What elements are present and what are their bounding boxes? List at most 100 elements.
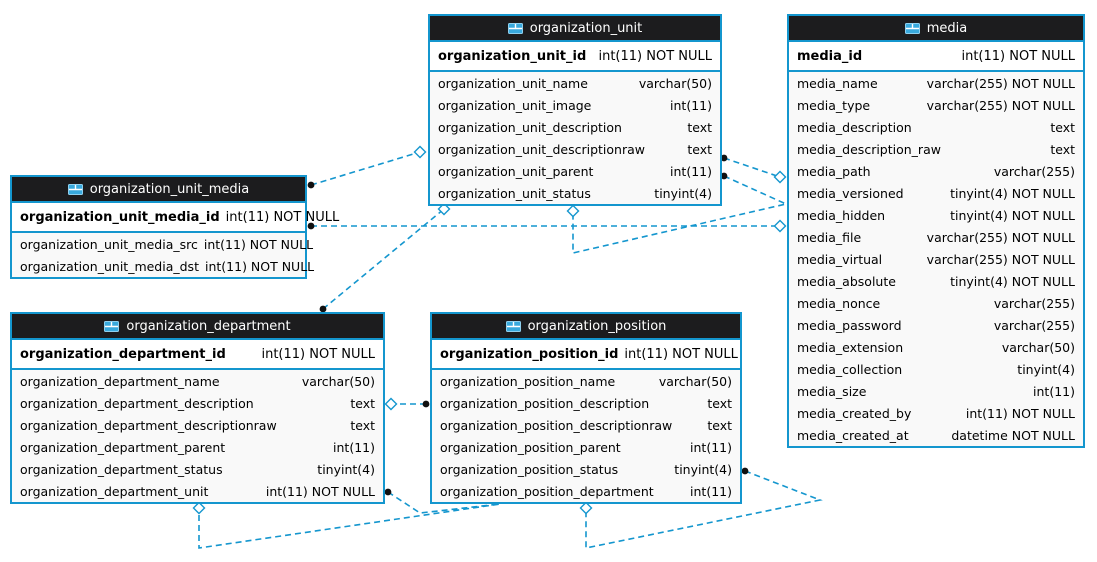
pk-end-diamond [579, 501, 593, 515]
column-name: media_id [797, 48, 863, 64]
relationship-line[interactable] [198, 491, 501, 549]
relationship-organization_department_unit[interactable] [319, 202, 451, 313]
column-name: organization_department_description [20, 395, 254, 411]
table-title: organization_unit [529, 20, 643, 36]
column-row-media_file: media_file varchar(255) NOT NULL [789, 226, 1083, 248]
column-name: organization_position_description [440, 395, 650, 411]
column-type: int(11) NOT NULL [261, 346, 375, 362]
column-type: tinyint(4) [654, 185, 712, 201]
relationship-line[interactable] [723, 157, 781, 178]
fk-end-dot [384, 488, 392, 496]
relationship-organization_unit_media_src[interactable] [307, 145, 427, 189]
column-type: int(11) NOT NULL [265, 483, 375, 499]
column-name: media_description [797, 119, 912, 135]
column-type: tinyint(4) [674, 461, 732, 477]
table-header-organization_unit[interactable]: organization_unit [430, 16, 720, 42]
table-grid-icon [104, 320, 120, 332]
column-type: text [350, 395, 375, 411]
column-type: varchar(50) [638, 75, 712, 91]
pk-end-diamond [413, 145, 427, 159]
table-header-organization_position[interactable]: organization_position [432, 314, 740, 340]
column-type: int(11) NOT NULL [624, 346, 738, 362]
column-type: tinyint(4) [317, 461, 375, 477]
relationship-organization_position_parent[interactable] [579, 467, 823, 549]
column-type: text [1050, 119, 1075, 135]
column-name: organization_unit_parent [438, 163, 594, 179]
column-name: media_hidden [797, 207, 886, 223]
column-name: organization_unit_status [438, 185, 591, 201]
relationship-line[interactable] [310, 151, 421, 186]
column-name: organization_unit_media_dst [20, 258, 199, 274]
relationship-line[interactable] [322, 208, 445, 310]
column-name: organization_department_status [20, 461, 223, 477]
column-name: media_file [797, 229, 862, 245]
relationship-organization_unit_media_dst[interactable] [307, 219, 787, 233]
pk-end-diamond [384, 397, 398, 411]
column-type: int(11) NOT NULL [204, 258, 315, 274]
fk-end-dot [741, 467, 749, 475]
column-row-organization_department_status: organization_department_status tinyint(4) [12, 458, 383, 480]
column-type: int(11) [333, 439, 375, 455]
fk-end-dot [720, 172, 728, 180]
column-type: tinyint(4) NOT NULL [950, 185, 1075, 201]
relationship-organization_department_parent[interactable] [192, 488, 501, 549]
table-grid-icon [505, 320, 521, 332]
table-organization_unit_media[interactable]: organization_unit_media organization_unit… [10, 175, 339, 279]
column-name: organization_position_name [440, 373, 616, 389]
column-type: varchar(255) NOT NULL [926, 97, 1075, 113]
column-type: varchar(255) [993, 163, 1075, 179]
column-name: organization_position_status [440, 461, 619, 477]
column-type: int(11) NOT NULL [225, 209, 340, 225]
column-type: tinyint(4) [1017, 361, 1075, 377]
table-header-organization_unit_media[interactable]: organization_unit_media [12, 177, 305, 203]
table-header-media[interactable]: media [789, 16, 1083, 42]
relationship-organization_unit_parent[interactable] [566, 172, 789, 255]
table-title: organization_department [126, 318, 291, 334]
table-grid-icon [904, 22, 920, 34]
column-type: int(11) [690, 483, 732, 499]
relationship-line[interactable] [585, 470, 823, 549]
table-grid-icon [507, 22, 523, 34]
column-name: organization_department_parent [20, 439, 226, 455]
relationship-organization_unit_image[interactable] [720, 154, 787, 184]
column-type: varchar(50) [1001, 339, 1075, 355]
column-type: varchar(50) [301, 373, 375, 389]
column-type: int(11) [670, 97, 712, 113]
column-row-organization_department_description: organization_department_description text [12, 392, 383, 414]
column-type: varchar(255) NOT NULL [926, 75, 1075, 91]
column-name: media_created_at [797, 427, 909, 443]
table-header-organization_department[interactable]: organization_department [12, 314, 383, 340]
column-type: text [707, 417, 732, 433]
column-name: organization_department_name [20, 373, 220, 389]
column-name: organization_unit_description [438, 119, 622, 135]
relationship-line[interactable] [572, 175, 789, 255]
table-organization_department[interactable]: organization_department organization_depa… [10, 312, 385, 504]
pk-end-diamond [437, 202, 451, 216]
column-type: varchar(255) NOT NULL [926, 229, 1075, 245]
column-type: int(11) NOT NULL [965, 405, 1075, 421]
fk-end-dot [307, 222, 315, 230]
column-type: tinyint(4) NOT NULL [950, 273, 1075, 289]
column-type: varchar(255) [993, 317, 1075, 333]
table-title: organization_unit_media [89, 181, 250, 197]
column-name: organization_unit_media_src [20, 236, 198, 252]
relationship-organization_position_department[interactable] [384, 397, 430, 411]
column-type: text [687, 141, 712, 157]
